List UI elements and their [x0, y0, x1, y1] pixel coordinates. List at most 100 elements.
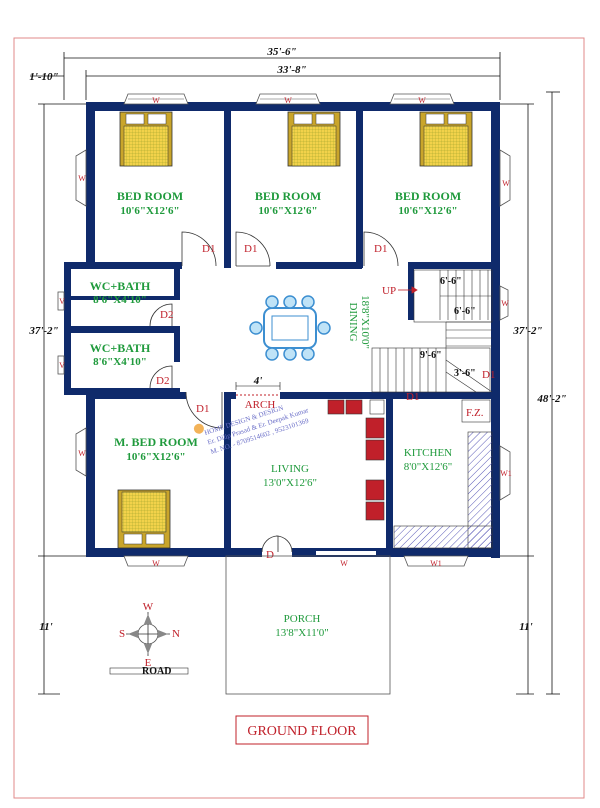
- window-left-2: [75, 427, 87, 477]
- door-label-mbed: D1: [196, 403, 209, 415]
- bottom-windows: [123, 551, 469, 567]
- door-mbed: [185, 391, 223, 429]
- total-height-dim: 48'-2": [536, 393, 566, 405]
- top-windows: [123, 93, 455, 105]
- door-main-right: [275, 535, 293, 553]
- door-bed2: [235, 231, 271, 267]
- door-wc2: [149, 365, 173, 389]
- stair-dim-b: 6'-6": [454, 306, 476, 317]
- door-wc1: [149, 303, 173, 327]
- road-label: ROAD: [142, 666, 171, 677]
- room-size-wc1: 8'6"X4'10": [93, 294, 147, 306]
- room-name-porch: PORCH: [284, 613, 321, 625]
- overall-width-dim: 35'-6": [266, 46, 296, 58]
- door-label-wc2: D2: [156, 375, 169, 387]
- window-label-right-stair: W: [501, 299, 509, 308]
- room-name-wc2: WC+BATH: [90, 341, 151, 355]
- bed-2: [287, 111, 341, 167]
- room-size-wc2: 8'6"X4'10": [93, 356, 147, 368]
- room-size-dining: 18'8"X10'0": [359, 295, 371, 349]
- door-label-wc1: D2: [160, 309, 173, 321]
- door-label-stair: D1: [482, 369, 495, 381]
- room-size-bed3: 10'6"X12'6": [398, 205, 457, 217]
- door-label-bed3: D1: [374, 243, 387, 255]
- stair-dim-d: 3'-6": [454, 368, 476, 379]
- arch-dim: [235, 382, 281, 390]
- right-height-dim: 37'-2": [512, 325, 542, 337]
- stair-arrow: [398, 286, 418, 294]
- left-height-dim: 37'-2": [28, 325, 58, 337]
- room-name-bed1: BED ROOM: [117, 189, 183, 203]
- room-name-kitchen: KITCHEN: [404, 447, 452, 459]
- compass-e: E: [145, 657, 152, 669]
- window-top-3: [389, 93, 455, 105]
- window-right-1: [499, 149, 511, 207]
- compass-w: W: [143, 601, 154, 613]
- walls: [64, 102, 500, 558]
- vent-label-2: V: [59, 361, 65, 370]
- vent-label-1: V: [59, 297, 65, 306]
- window-label-bottom-1: W: [152, 559, 160, 568]
- inner-width-dim: 33'-8": [276, 64, 306, 76]
- porch-right-dim: 11': [519, 621, 532, 633]
- bed-1: [119, 111, 173, 167]
- window-right-2: [499, 445, 511, 501]
- top-dimensions: [30, 52, 501, 100]
- arch-width-dim: 4': [253, 375, 263, 387]
- window-label-bottom-2: W1: [430, 559, 442, 568]
- bed-3: [419, 111, 473, 167]
- window-label-top-1: W: [152, 96, 160, 105]
- window-label-top-2: W: [284, 96, 292, 105]
- sofa-set: [327, 399, 385, 521]
- page-border: [13, 37, 585, 799]
- room-name-wc1: WC+BATH: [90, 279, 151, 293]
- porch-outline: [225, 555, 391, 695]
- door-label-kitchen: D1: [406, 391, 419, 403]
- vents: [57, 291, 65, 375]
- compass-s: S: [119, 628, 125, 640]
- title-box: [235, 715, 369, 745]
- page-title: GROUND FLOOR: [247, 724, 357, 739]
- side-dimensions: [38, 91, 560, 695]
- dining-table: [249, 295, 331, 361]
- room-name-dining: DINING: [347, 302, 359, 341]
- window-left-1: [75, 149, 87, 207]
- door-bed1: [181, 231, 217, 267]
- door-label-bed2: D1: [244, 243, 257, 255]
- arch-label: ARCH: [245, 399, 276, 411]
- compass-n: N: [172, 628, 180, 640]
- side-table: [369, 399, 385, 415]
- fridge-label: F.Z.: [466, 407, 484, 419]
- porch-left-dim: 11': [39, 621, 52, 633]
- room-size-bed2: 10'6"X12'6": [258, 205, 317, 217]
- doors: [149, 231, 399, 553]
- left-offset-dim: 1'-10": [29, 71, 58, 83]
- room-name-living: LIVING: [271, 463, 309, 475]
- window-label-right-2: W1: [500, 469, 512, 478]
- window-top-2: [255, 93, 321, 105]
- window-label-left-1: W: [78, 174, 86, 183]
- room-size-bed1: 10'6"X12'6": [120, 205, 179, 217]
- door-bed3: [363, 231, 399, 267]
- bed-master: [117, 489, 171, 549]
- room-name-bed2: BED ROOM: [255, 189, 321, 203]
- window-label-left-2: W: [78, 449, 86, 458]
- room-name-mbed: M. BED ROOM: [114, 435, 198, 449]
- room-size-mbed: 10'6"X12'6": [126, 451, 185, 463]
- window-label-top-3: W: [418, 96, 426, 105]
- room-name-bed3: BED ROOM: [395, 189, 461, 203]
- staircase: [371, 269, 493, 393]
- side-windows: [75, 149, 511, 501]
- stair-up-label: UP: [382, 285, 396, 297]
- window-right-stair: [499, 285, 509, 321]
- window-top-1: [123, 93, 189, 105]
- kitchen-counter: [393, 399, 493, 549]
- room-size-living: 13'0"X12'6": [263, 477, 317, 489]
- window-label-bottom-3: W: [340, 559, 348, 568]
- stair-dim-a: 6'-6": [440, 276, 462, 287]
- door-label-main: D: [266, 549, 274, 561]
- door-label-bed1: D1: [202, 243, 215, 255]
- window-label-right-1: W: [502, 179, 510, 188]
- compass-rose: [109, 612, 189, 675]
